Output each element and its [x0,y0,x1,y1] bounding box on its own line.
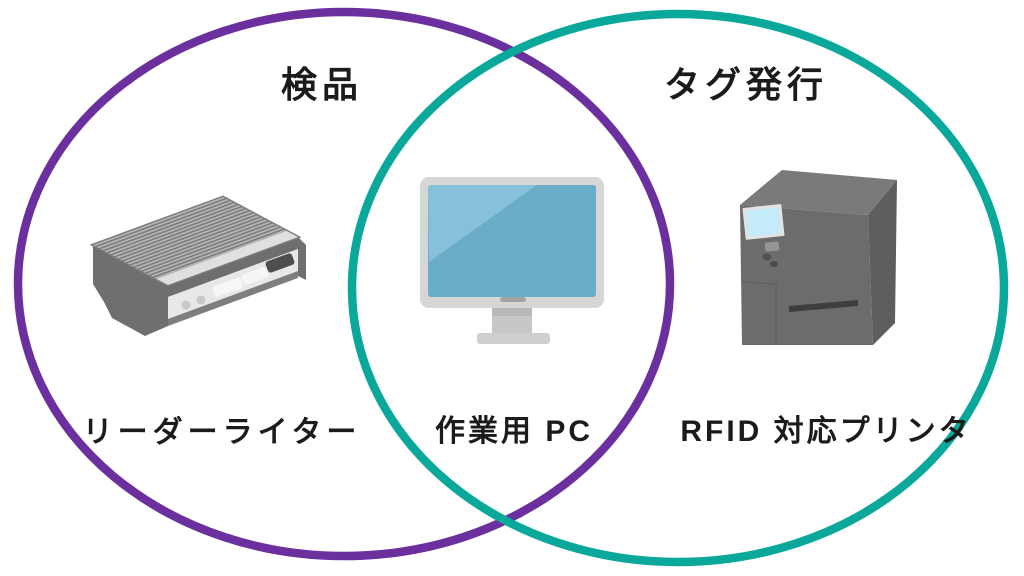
reader-bottom-strip [168,271,298,326]
printer-front-face [740,205,873,345]
printer-knob-1 [762,253,772,261]
rfid-printer-icon [740,170,897,345]
heatsink-fins [93,196,287,279]
desktop-pc-icon [420,177,604,344]
reader-bevel-strip [156,230,299,286]
reader-side-face [93,245,168,336]
left-set-label: 検品 [280,64,364,105]
right-set-circle [347,9,1009,567]
reader-front-band [168,237,298,297]
printer-knob-2 [770,261,778,267]
reader-end-cap [298,237,306,280]
reader-heatsink-top [89,195,302,287]
printer-right-face [868,180,897,345]
reader-port-slot-2 [241,267,269,285]
left-item-label: リーダーライター [82,416,362,449]
pc-stand-base [477,333,550,344]
reader-port-round-2 [196,295,206,305]
reader-port-connector-dark [265,253,295,273]
printer-door-seam [741,281,777,345]
right-set-label: タグ発行 [663,64,829,105]
left-set-circle [13,7,675,561]
reader-port-slot-1 [212,277,244,297]
pc-chin-button [500,297,526,302]
pc-stand-neck-shadow [492,308,532,316]
reader-port-round-1 [181,300,191,310]
rfid-reader-writer-icon [89,195,306,336]
intersection-item-label: 作業用 PC [434,415,594,448]
printer-top-face [740,170,897,215]
printer-display [742,204,785,240]
printer-button [764,241,780,252]
right-item-label: RFID 対応プリンタ [680,415,972,448]
pc-screen-glare [428,185,537,262]
printer-output-slot [789,300,858,312]
